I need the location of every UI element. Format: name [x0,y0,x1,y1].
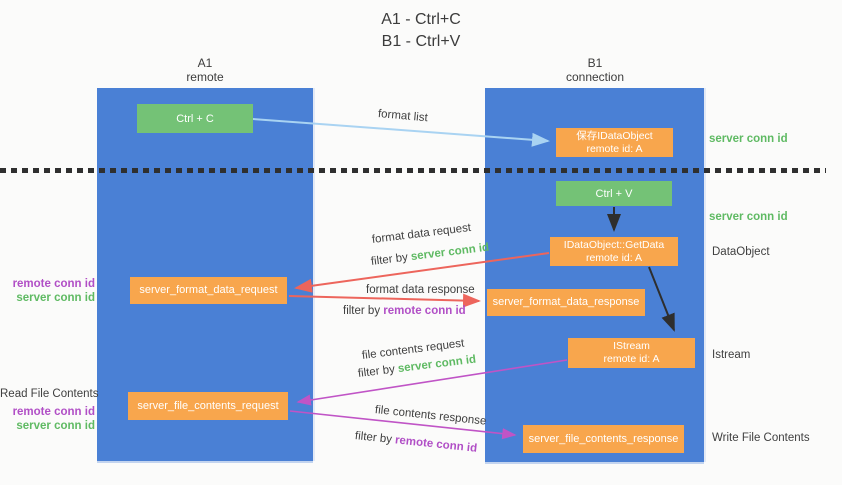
node-save-idataobject-line1: 保存IDataObject [576,129,653,142]
dotted-divider-line [0,168,826,173]
node-istream-line1: IStream [613,340,650,352]
annotation-write-file-contents: Write File Contents [712,432,810,444]
node-file-response-label: server_file_contents_response [528,432,679,445]
label-filter-remote-conn-2: filter by remote conn id [354,430,477,455]
label-file-contents-response-text: file contents response [374,404,487,428]
label-filter-remote-conn-1: filter by remote conn id [343,305,466,317]
node-save-idataobject-line2: remote id: A [586,142,643,155]
annotation-server-conn-id-1: server conn id [16,292,95,304]
label-format-data-response-text: format data response [366,284,475,296]
annotation-server-conn-id-mid: server conn id [709,211,788,223]
node-getdata-line1: IDataObject::GetData [563,238,665,251]
node-ctrl-c: Ctrl + C [137,104,253,133]
node-ctrl-c-label: Ctrl + C [176,112,214,125]
node-save-idataobject: 保存IDataObject remote id: A [556,128,673,157]
annotation-server-conn-id-top: server conn id [709,133,788,145]
node-format-request-label: server_format_data_request [139,284,278,296]
lane-b1-role: connection [565,70,625,84]
format-data-response-arrow [288,293,481,308]
label-file-contents-response: file contents response [374,404,487,428]
filter-by-text-2: filter by [343,305,384,317]
node-istream: IStream remote id: A [568,338,695,368]
label-format-data-request-text: format data request [371,221,472,246]
node-format-response-label: server_format_data_response [492,296,640,308]
annotation-istream: Istream [712,349,751,361]
node-file-request-label: server_file_contents_request [137,399,279,412]
label-format-list-text: format list [377,108,429,125]
node-ctrl-v-label: Ctrl + V [595,187,633,200]
annotation-dataobject: DataObject [712,246,770,258]
title-line-1: A1 - Ctrl+C [381,11,461,28]
label-filter-server-conn-1: filter by server conn id [370,242,489,268]
node-server-format-data-request: server_format_data_request [130,277,287,304]
label-format-list: format list [377,108,428,124]
annotation-remote-conn-id-1: remote conn id [12,278,95,290]
filter-by-text-3: filter by [357,363,399,380]
filter-by-text-1: filter by [370,251,412,268]
annotation-remote-conn-id-2: remote conn id [12,406,95,418]
annotation-server-conn-id-2: server conn id [16,420,95,432]
remote-conn-id-text-2: remote conn id [394,434,478,455]
node-idataobject-getdata: IDataObject::GetData remote id: A [550,237,678,266]
title-line-2: B1 - Ctrl+V [381,33,461,50]
server-conn-id-text-1: server conn id [410,241,490,264]
node-getdata-line2: remote id: A [585,251,642,264]
node-server-file-contents-response: server_file_contents_response [523,425,684,453]
server-conn-id-text-2: server conn id [397,353,477,376]
node-server-format-data-response: server_format_data_response [487,289,645,316]
filter-by-text-4: filter by [354,430,396,447]
annotation-read-file-contents: Read File Contents [0,388,99,400]
node-ctrl-v: Ctrl + V [556,181,672,206]
remote-conn-id-text-1: remote conn id [383,305,466,317]
lane-header-b1: B1 connection [540,56,650,84]
node-server-file-contents-request: server_file_contents_request [128,392,288,420]
label-format-data-response: format data response [366,284,475,296]
lane-header-a1: A1 remote [150,56,260,84]
lane-a1-role: remote [186,70,224,84]
lane-a1-name: A1 [197,56,213,70]
diagram-title: A1 - Ctrl+C B1 - Ctrl+V [0,9,842,53]
label-format-data-request: format data request [371,222,471,246]
node-istream-line2: remote id: A [603,353,660,365]
lane-b1-name: B1 [587,56,603,70]
